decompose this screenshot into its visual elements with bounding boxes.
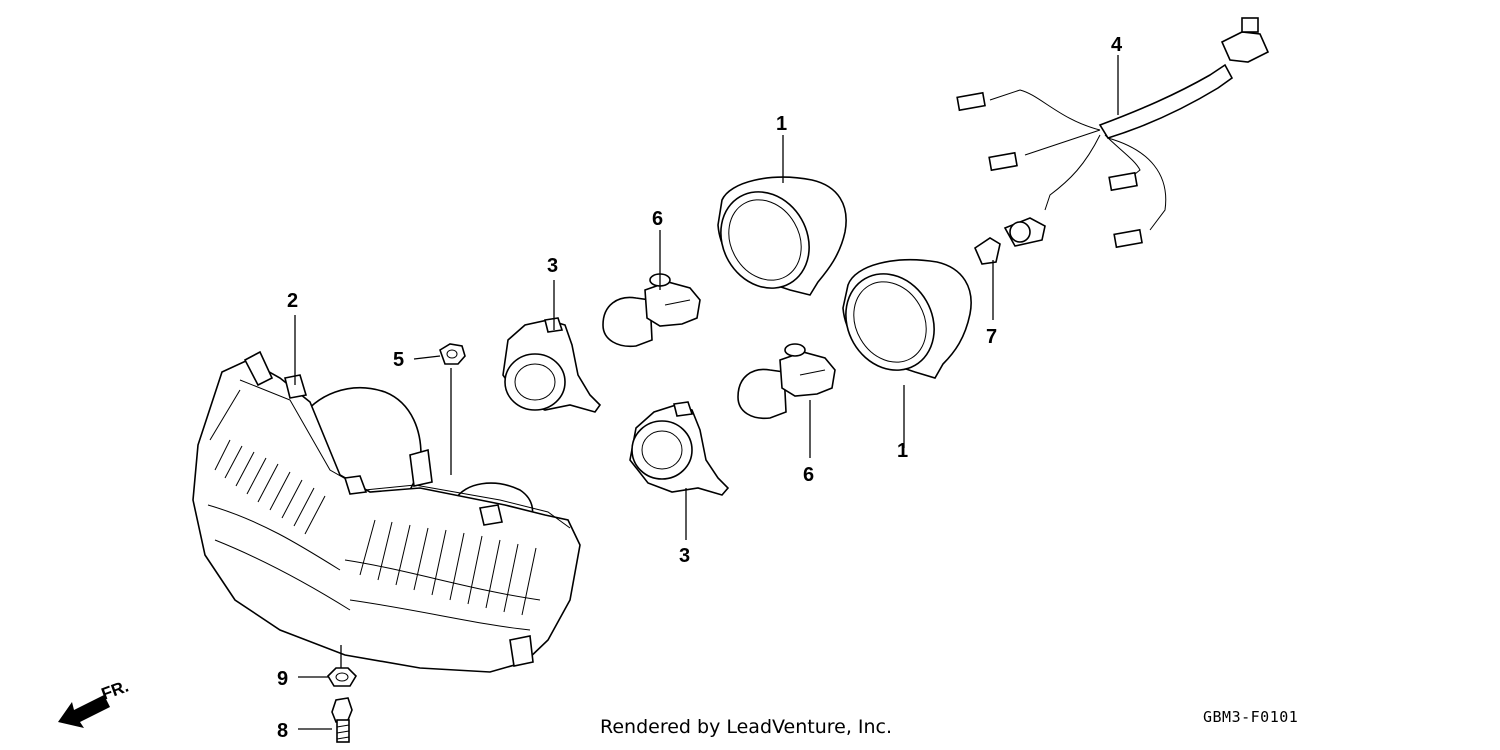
callout-9: 9 [277,668,288,690]
callout-6-upper: 6 [652,208,663,230]
callout-3-lower: 3 [679,545,690,567]
bulb-lower [737,343,836,420]
position-bulb [973,217,1046,265]
callout-labels: 1 1 2 3 3 4 5 6 6 7 8 9 [277,34,1123,742]
render-credit: Rendered by LeadVenture, Inc. [600,716,893,738]
front-label: FR. [99,677,131,704]
nut [439,343,466,365]
front-direction-indicator: FR. [58,677,131,728]
callout-1-upper: 1 [776,113,787,135]
callout-6-lower: 6 [803,464,814,486]
bulb-upper [602,273,701,348]
callout-5: 5 [393,349,404,371]
callout-4: 4 [1111,34,1123,56]
lens-hatching [207,439,541,631]
socket-cover-lower [842,259,972,379]
bulb-socket-upper [502,317,602,413]
socket-cover-upper [717,176,847,296]
mounting-screw [331,697,353,743]
bulb-socket-lower [629,401,730,496]
callout-1-lower: 1 [897,440,908,462]
drawing-code: GBM3-F0101 [1203,708,1299,726]
wire-harness [956,17,1270,249]
headlight-assembly [192,350,581,673]
callout-8: 8 [277,720,288,742]
callout-3-upper: 3 [547,255,558,277]
grommet-washer [326,667,358,687]
callout-7: 7 [986,326,997,348]
callout-2: 2 [287,290,298,312]
leader-lines [294,55,1119,730]
front-arrow-icon [58,695,110,728]
